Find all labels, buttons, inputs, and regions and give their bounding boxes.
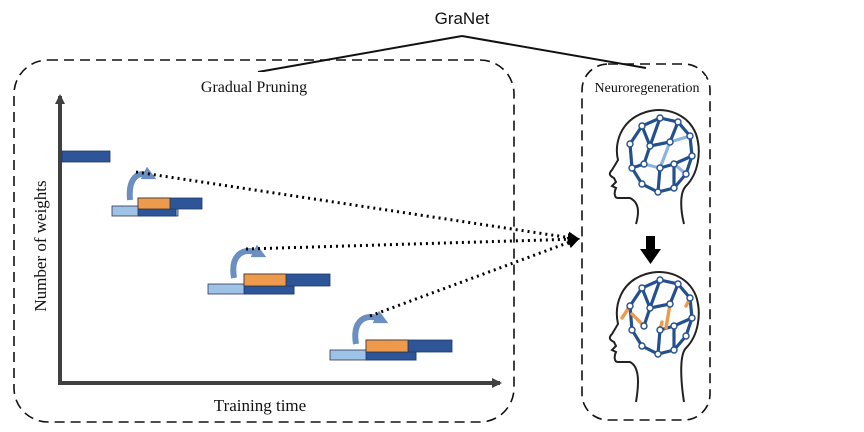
title-connectors xyxy=(257,35,647,73)
dotted-connectors xyxy=(135,170,580,318)
brain-network xyxy=(628,278,694,356)
gradual-pruning-panel xyxy=(13,59,515,423)
connector-3 xyxy=(369,236,580,318)
bar-orange xyxy=(365,339,409,353)
brain-network xyxy=(628,116,694,194)
initial-weights-bar xyxy=(61,150,111,163)
pruning-stage-3 xyxy=(329,310,453,361)
brain-nodes xyxy=(626,114,696,196)
head-outline xyxy=(608,109,700,225)
panel-title-mask xyxy=(196,72,316,96)
pruning-stage-2 xyxy=(207,244,331,295)
diagram-title: GraNet xyxy=(435,9,490,28)
panel-title-mask-right xyxy=(588,76,706,98)
curved-arrow-icon xyxy=(230,244,267,279)
human-head-brain-icon xyxy=(608,109,700,225)
curved-arrow-icon xyxy=(126,166,157,201)
neuroregeneration-title: Neuroregeneration xyxy=(595,81,700,96)
brain-nodes xyxy=(626,276,696,358)
y-axis-label: Number of weights xyxy=(31,180,50,311)
x-axis-label: Training time xyxy=(214,396,306,415)
bar-orange xyxy=(243,273,287,287)
neuroregeneration-panel xyxy=(581,63,711,421)
bar-orange xyxy=(137,197,171,210)
connector-2 xyxy=(245,233,580,251)
pruning-stage-1 xyxy=(111,166,203,217)
down-arrow-icon xyxy=(640,236,661,264)
connector-1 xyxy=(135,170,580,244)
head-outline xyxy=(608,271,700,403)
human-head-brain-icon xyxy=(608,271,700,403)
gradual-pruning-title: Gradual Pruning xyxy=(201,79,307,96)
curved-arrow-icon xyxy=(352,310,389,345)
